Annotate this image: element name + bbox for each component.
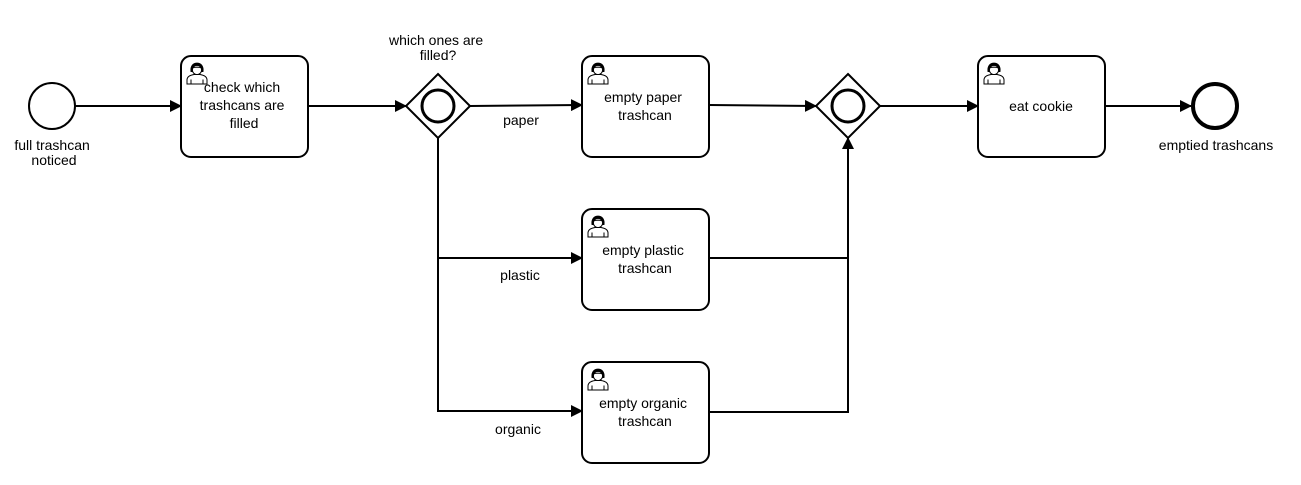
task-plastic-label: empty plastic trashcan — [602, 242, 688, 276]
start-event[interactable] — [28, 82, 76, 130]
flow-label-paper: paper — [503, 112, 539, 128]
task-paper-label: empty paper trashcan — [604, 89, 686, 123]
start-event-label: full trashcan noticed — [14, 137, 93, 168]
task-empty-organic[interactable]: empty organic trashcan — [581, 361, 710, 464]
task-cookie-label: eat cookie — [1009, 98, 1073, 114]
flow-split-to-plastic[interactable] — [437, 138, 583, 264]
flow-label-organic: organic — [495, 421, 541, 437]
sequence-flows — [75, 99, 1192, 417]
task-eat-cookie[interactable]: eat cookie — [977, 55, 1106, 158]
flow-organic-to-join[interactable] — [709, 137, 854, 413]
flow-split-to-paper[interactable] — [469, 99, 583, 112]
task-check-label: check which trashcans are filled — [200, 79, 289, 131]
flow-paper-to-join[interactable] — [708, 99, 817, 112]
task-empty-plastic[interactable]: empty plastic trashcan — [581, 208, 710, 311]
flow-split-to-organic[interactable] — [437, 258, 583, 417]
end-event-label: emptied trashcans — [1159, 137, 1273, 153]
split-gateway-label: which ones are filled? — [388, 32, 487, 63]
split-gateway[interactable] — [404, 72, 472, 140]
flow-label-plastic: plastic — [500, 267, 540, 283]
task-check-trashcans[interactable]: check which trashcans are filled — [180, 55, 309, 158]
task-organic-label: empty organic trashcan — [599, 395, 691, 429]
end-event[interactable] — [1191, 82, 1239, 130]
join-gateway[interactable] — [814, 72, 882, 140]
task-empty-paper[interactable]: empty paper trashcan — [581, 55, 710, 158]
